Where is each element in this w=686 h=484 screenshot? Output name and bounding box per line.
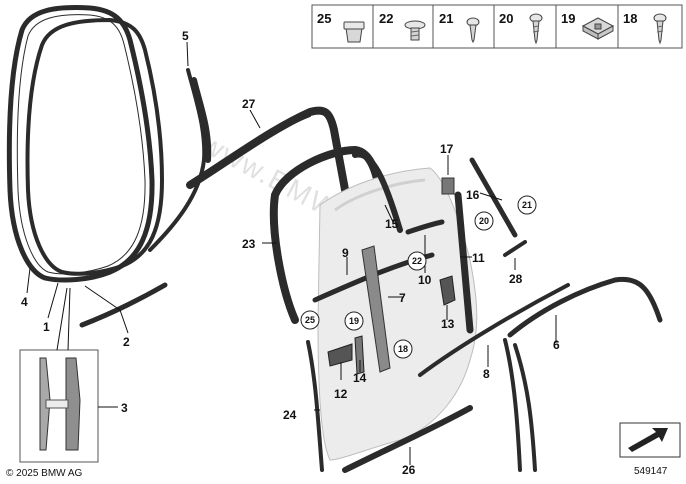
sill-strip <box>342 405 473 473</box>
hardware-label-25: 25 <box>317 11 331 26</box>
copyright-text: © 2025 BMW AG <box>6 468 83 479</box>
callout-labels: 4 1 2 3 5 27 23 24 9 7 10 11 15 17 16 28… <box>21 29 560 477</box>
hardware-label-22: 22 <box>379 11 393 26</box>
clip-nut-icon <box>343 21 365 43</box>
callout-5: 5 <box>182 29 189 43</box>
door-seal-inner <box>25 18 164 276</box>
callout-14: 14 <box>353 371 367 385</box>
small-seal <box>503 240 527 257</box>
hardware-label-19: 19 <box>561 11 575 26</box>
callout-7: 7 <box>399 291 406 305</box>
callout-28: 28 <box>509 272 523 286</box>
diagram-number: 549147 <box>634 466 668 477</box>
circled-18: 18 <box>398 344 408 354</box>
inner-cover <box>354 335 365 375</box>
hardware-table: 25 22 21 20 19 18 <box>311 4 683 49</box>
vertical-seal <box>306 340 324 472</box>
window-guide-channel <box>186 106 350 199</box>
door-panel <box>317 167 478 461</box>
callout-4: 4 <box>21 295 28 309</box>
circled-19: 19 <box>349 316 359 326</box>
screw-icon <box>404 20 426 41</box>
outer-channel <box>352 151 403 233</box>
callout-8: 8 <box>483 367 490 381</box>
callout-23: 23 <box>242 237 256 251</box>
bracket <box>439 275 456 306</box>
end-cap <box>441 177 455 195</box>
circled-22: 22 <box>412 256 422 266</box>
orientation-arrow-icon <box>619 422 681 458</box>
callout-10: 10 <box>418 273 432 287</box>
circled-21: 21 <box>522 200 532 210</box>
handle-cover <box>327 343 353 367</box>
clip-icon <box>581 17 615 40</box>
hardware-label-20: 20 <box>499 11 513 26</box>
hardware-label-18: 18 <box>623 11 637 26</box>
callout-9: 9 <box>342 246 349 260</box>
callout-15: 15 <box>385 217 399 231</box>
pillar-seal <box>148 68 212 252</box>
circled-25: 25 <box>305 315 315 325</box>
seal-strip <box>79 282 168 328</box>
door-seal-outer <box>6 5 155 283</box>
door-frame-seal <box>507 276 663 338</box>
detail-inset <box>19 349 99 463</box>
pillar-cover <box>361 245 391 373</box>
callout-26: 26 <box>402 463 416 477</box>
callout-12: 12 <box>334 387 348 401</box>
circled-20: 20 <box>479 216 489 226</box>
callout-13: 13 <box>441 317 455 331</box>
leader-lines <box>26 41 557 465</box>
callout-3: 3 <box>121 401 128 415</box>
callout-27: 27 <box>242 97 256 111</box>
sheet-screw-icon <box>653 13 667 45</box>
circled-references: 25 19 18 22 20 21 <box>300 195 537 359</box>
trim-strip <box>405 219 445 235</box>
rear-channel <box>454 191 474 334</box>
callout-11: 11 <box>472 251 485 265</box>
callout-6: 6 <box>553 338 560 352</box>
callout-17: 17 <box>440 142 454 156</box>
callout-1: 1 <box>43 320 50 334</box>
callout-2: 2 <box>123 335 130 349</box>
hardware-label-21: 21 <box>439 11 453 26</box>
tapping-screw-icon <box>466 17 480 44</box>
callout-16: 16 <box>466 188 480 202</box>
wood-screw-icon <box>529 13 543 45</box>
callout-24: 24 <box>283 408 297 422</box>
